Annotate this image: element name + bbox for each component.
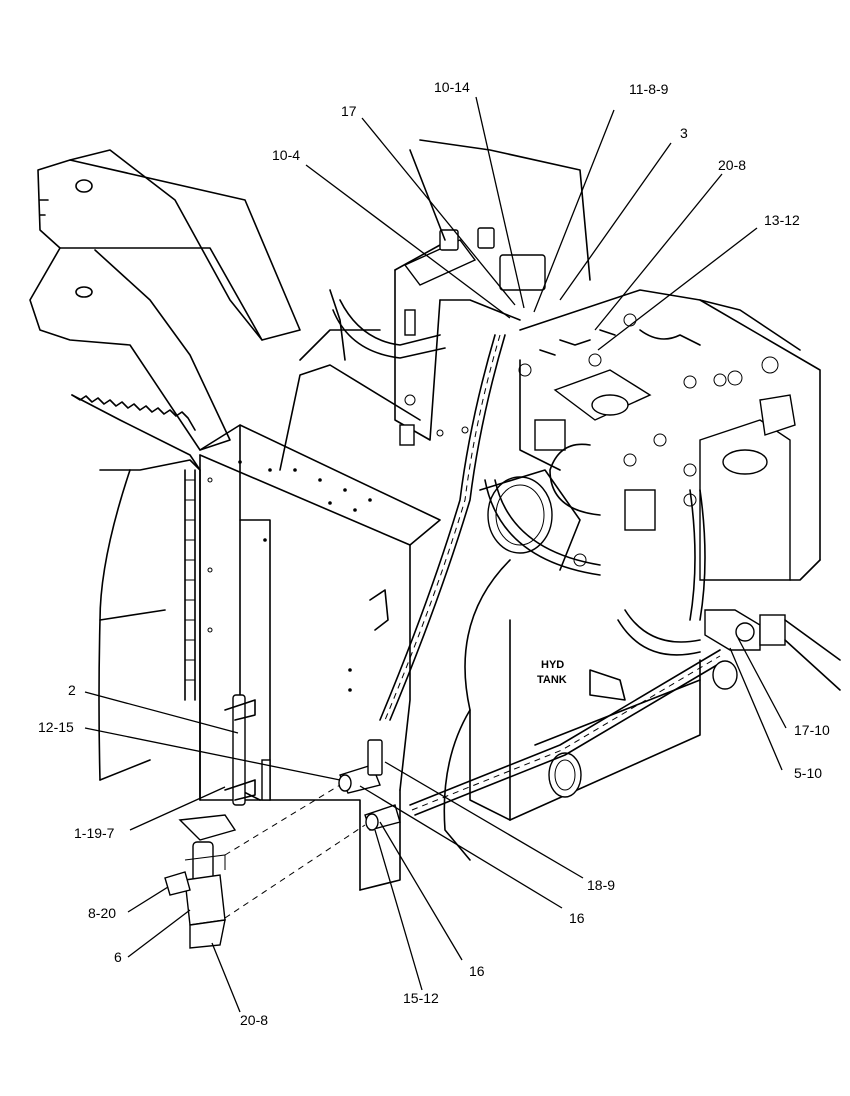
callout-11-8-9: 11-8-9 xyxy=(629,81,669,97)
right-fittings xyxy=(704,609,841,691)
callout-16-upper: 16 xyxy=(569,910,585,926)
valve-group-top xyxy=(394,139,821,581)
leader-8-20 xyxy=(127,886,169,913)
callout-labels: 10-14 11-8-9 17 3 10-4 20-8 13-12 2 12-1… xyxy=(38,79,830,1028)
leader-1-19-7 xyxy=(129,786,226,831)
callout-6: 6 xyxy=(114,949,122,965)
switch-assembly xyxy=(164,694,271,949)
callout-17-10: 17-10 xyxy=(794,722,830,738)
leader-17-top xyxy=(361,117,516,306)
tank-label-line1: HYD xyxy=(541,659,564,671)
leader-10-4 xyxy=(305,164,511,319)
hyd-tank: HYD TANK xyxy=(443,469,701,861)
leader-2 xyxy=(84,691,239,734)
hoses xyxy=(332,299,723,816)
connectors xyxy=(194,470,401,919)
callout-8-20: 8-20 xyxy=(88,905,116,921)
callout-3: 3 xyxy=(680,125,688,141)
leader-5-10 xyxy=(729,647,783,771)
callout-20-8-bottom: 20-8 xyxy=(240,1012,268,1028)
callout-20-8-top: 20-8 xyxy=(718,157,746,173)
leader-15-12 xyxy=(374,829,423,991)
leader-20-8-bottom xyxy=(211,942,241,1013)
callout-15-12: 15-12 xyxy=(403,990,439,1006)
callout-17-top: 17 xyxy=(341,103,357,119)
callout-10-14: 10-14 xyxy=(434,79,470,95)
callout-18-9: 18-9 xyxy=(587,877,615,893)
leader-17-10 xyxy=(737,637,787,729)
callout-5-10: 5-10 xyxy=(794,765,822,781)
leader-13-12 xyxy=(597,227,758,351)
leader-16-upper xyxy=(359,785,563,909)
callout-16-lower: 16 xyxy=(469,963,485,979)
leader-11-8-9 xyxy=(533,109,615,313)
leader-6 xyxy=(127,909,191,958)
callout-10-4: 10-4 xyxy=(272,147,300,163)
callout-13-12: 13-12 xyxy=(764,212,800,228)
leader-10-14 xyxy=(475,96,525,309)
callout-12-15: 12-15 xyxy=(38,719,74,735)
leader-3 xyxy=(559,142,672,301)
left-frame xyxy=(29,149,301,801)
leader-lines xyxy=(84,96,787,1013)
leader-18-9 xyxy=(384,761,584,879)
tank-label-line2: TANK xyxy=(537,674,567,686)
leader-12-15 xyxy=(84,727,341,781)
housing-plate xyxy=(199,289,441,891)
callout-1-19-7: 1-19-7 xyxy=(74,825,115,841)
callout-2: 2 xyxy=(68,682,76,698)
leader-16-lower xyxy=(379,821,463,961)
leader-20-8-top xyxy=(594,173,723,331)
